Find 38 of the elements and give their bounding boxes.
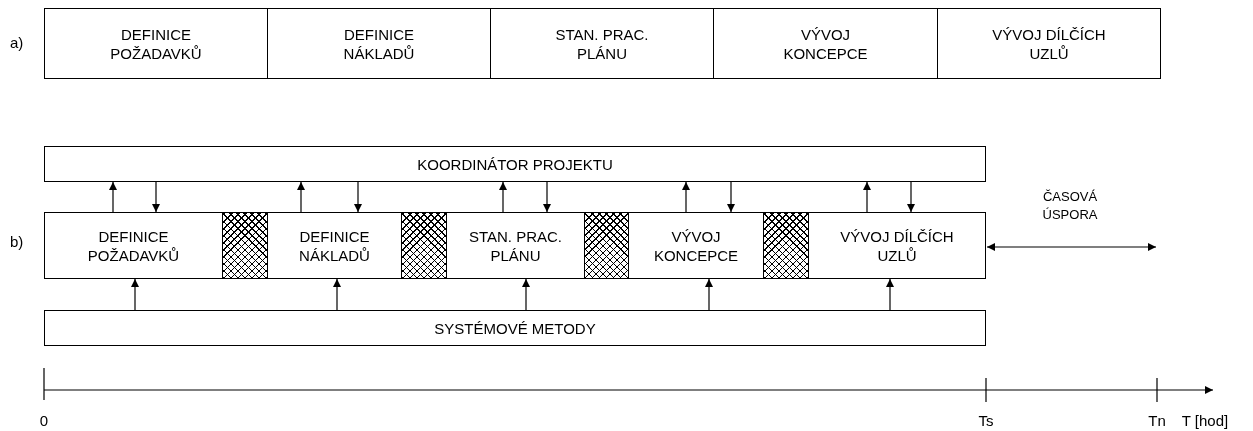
arrow xyxy=(499,181,507,213)
arrow xyxy=(522,278,530,311)
axis-tick-label: Tn xyxy=(1148,412,1166,430)
arrow xyxy=(109,181,117,213)
phase-box: DEFINICE POŽADAVKŮ xyxy=(44,212,223,279)
phase-box: STAN. PRAC. PLÁNU xyxy=(446,212,585,279)
arrow xyxy=(682,181,690,213)
arrow xyxy=(543,181,551,213)
methods-box: SYSTÉMOVÉ METODY xyxy=(44,310,986,346)
arrow xyxy=(907,181,915,213)
phase-box: DEFINICE NÁKLADŮ xyxy=(267,212,402,279)
phase-box: VÝVOJ DÍLČÍCH UZLŮ xyxy=(808,212,986,279)
time-saving-label: ČASOVÁ ÚSPORA xyxy=(1041,188,1099,224)
row-label: b) xyxy=(10,233,24,251)
arrow xyxy=(297,181,305,213)
arrow xyxy=(705,278,713,311)
phase-box: STAN. PRAC. PLÁNU xyxy=(490,8,714,79)
axis-tick-label: Ts xyxy=(978,412,994,430)
arrow xyxy=(863,181,871,213)
arrow xyxy=(131,278,139,311)
arrow xyxy=(152,181,160,213)
hatched-block xyxy=(763,212,809,279)
axis-title: T [hod] xyxy=(1181,412,1229,430)
arrow xyxy=(886,278,894,311)
hatched-block xyxy=(584,212,629,279)
hatched-block xyxy=(401,212,447,279)
axis-tick-label: 0 xyxy=(39,412,49,430)
phase-box: DEFINICE NÁKLADŮ xyxy=(267,8,491,79)
phase-box: VÝVOJ KONCEPCE xyxy=(628,212,764,279)
arrow xyxy=(727,181,735,213)
phase-box: DEFINICE POŽADAVKŮ xyxy=(44,8,268,79)
phase-box: VÝVOJ KONCEPCE xyxy=(713,8,938,79)
hatched-block xyxy=(222,212,268,279)
coordinator-box: KOORDINÁTOR PROJEKTU xyxy=(44,146,986,182)
arrow xyxy=(333,278,341,311)
row-label: a) xyxy=(10,34,24,52)
arrow xyxy=(354,181,362,213)
phase-box: VÝVOJ DÍLČÍCH UZLŮ xyxy=(937,8,1161,79)
